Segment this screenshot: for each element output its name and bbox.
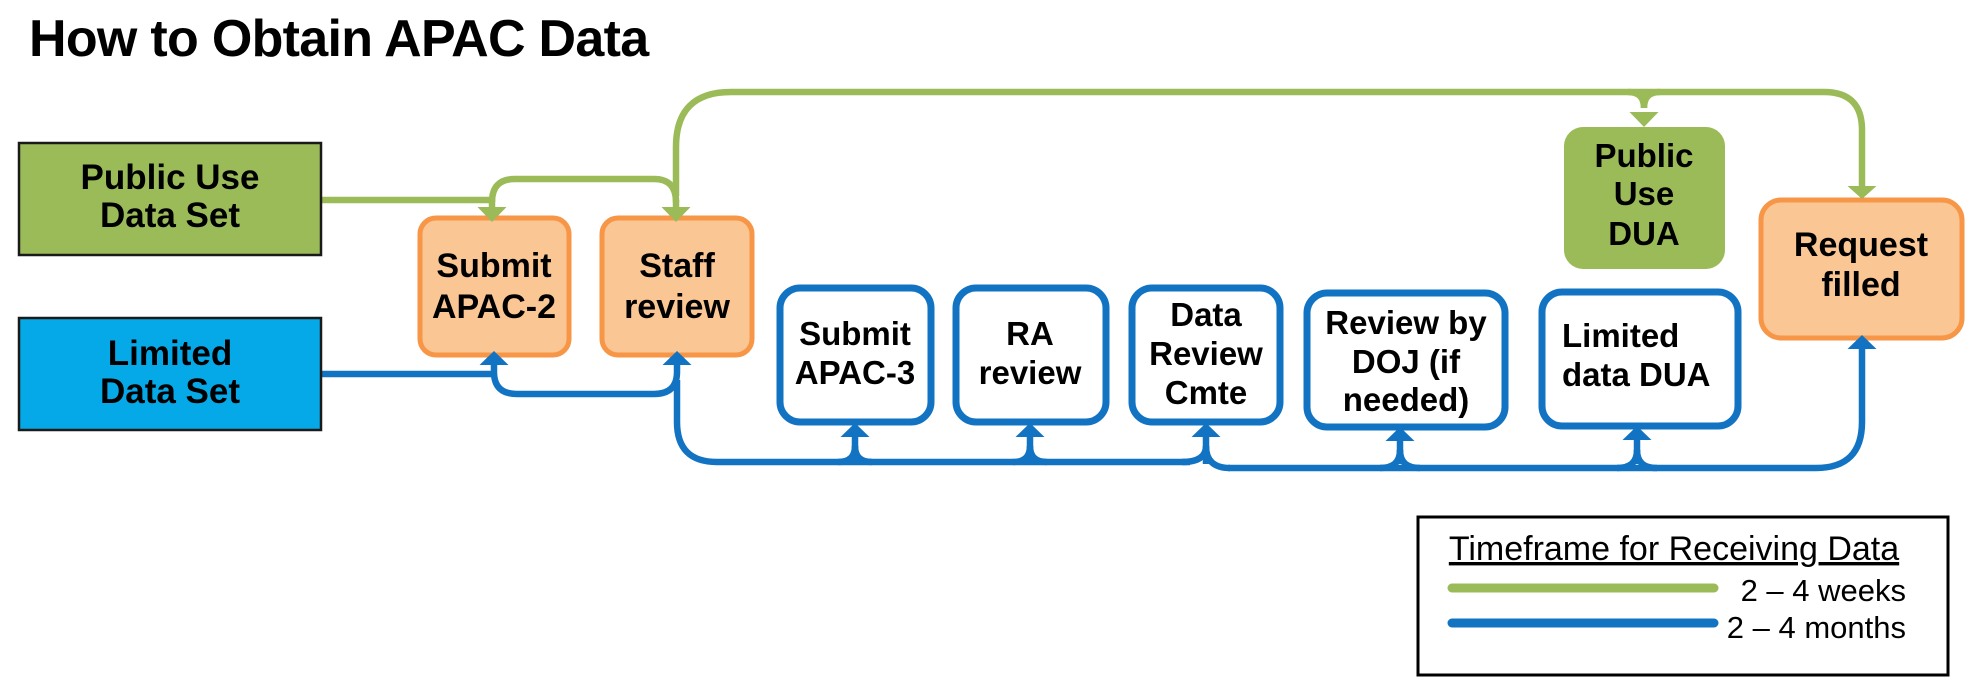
svg-text:needed): needed) [1343,381,1470,418]
svg-text:Review by: Review by [1325,304,1487,341]
svg-text:Review: Review [1149,335,1263,372]
svg-text:APAC-2: APAC-2 [432,288,556,326]
svg-text:Request: Request [1794,226,1928,264]
svg-text:Limited: Limited [108,334,232,373]
svg-text:Limited: Limited [1562,317,1679,354]
svg-text:data DUA: data DUA [1562,356,1711,393]
svg-text:review: review [624,288,730,326]
svg-text:Timeframe for Receiving Data: Timeframe for Receiving Data [1449,530,1899,568]
svg-text:RA: RA [1006,315,1054,352]
svg-text:Data: Data [1170,296,1242,333]
svg-text:Submit: Submit [436,247,551,285]
svg-text:DOJ (if: DOJ (if [1352,343,1461,380]
svg-text:DUA: DUA [1608,215,1680,252]
svg-text:2 – 4 months: 2 – 4 months [1727,610,1906,645]
svg-text:Cmte: Cmte [1165,374,1248,411]
svg-text:Use: Use [1614,175,1675,212]
svg-text:review: review [979,354,1082,391]
svg-text:2 – 4 weeks: 2 – 4 weeks [1741,573,1906,608]
svg-text:Staff: Staff [639,247,715,285]
svg-text:Submit: Submit [799,315,911,352]
svg-text:Public: Public [1594,137,1693,174]
svg-text:Data Set: Data Set [100,196,240,235]
svg-text:APAC-3: APAC-3 [795,354,915,391]
svg-text:Data Set: Data Set [100,372,240,411]
svg-text:Public Use: Public Use [81,158,260,197]
svg-text:How to Obtain APAC Data: How to Obtain APAC Data [29,10,650,68]
svg-text:filled: filled [1821,266,1900,304]
